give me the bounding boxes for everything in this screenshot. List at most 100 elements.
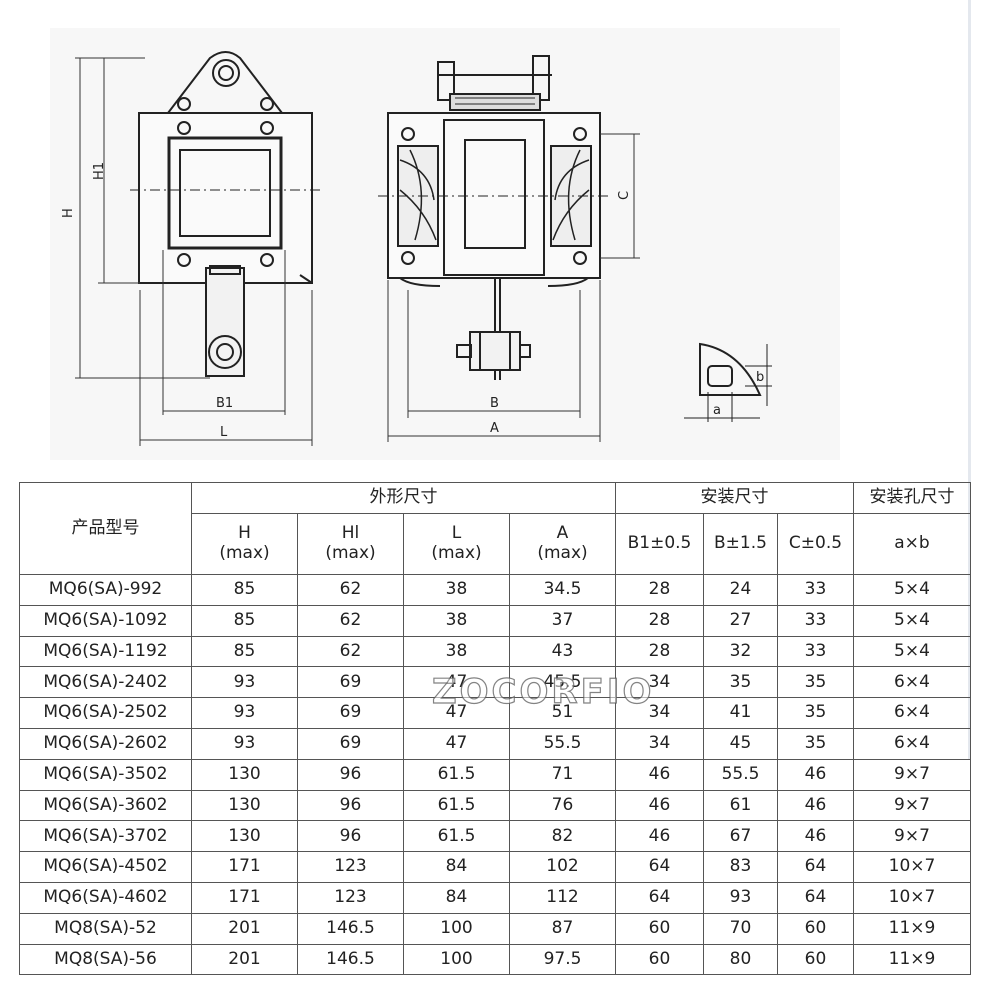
value-cell: 34: [615, 697, 704, 729]
side-view: [378, 55, 610, 380]
value-cell: 46: [615, 820, 704, 853]
model-cell: MQ8(SA)-56: [19, 943, 192, 976]
model-cell: MQ6(SA)-3702: [19, 820, 192, 853]
value-cell: 9×7: [853, 758, 971, 791]
header-hole-dimensions: 安装孔尺寸: [853, 482, 971, 514]
value-cell: 62: [297, 574, 404, 606]
value-cell: 201: [191, 912, 298, 945]
header-col-B1: B1±0.5: [615, 513, 704, 575]
value-cell: 38: [403, 635, 510, 668]
value-cell: 35: [703, 666, 778, 699]
value-cell: 96: [297, 758, 404, 791]
value-cell: 93: [191, 666, 298, 699]
value-cell: 45: [703, 727, 778, 760]
value-cell: 47: [403, 666, 510, 699]
value-cell: 87: [509, 912, 616, 945]
value-cell: 55.5: [509, 727, 616, 760]
value-cell: 64: [777, 851, 854, 883]
value-cell: 93: [191, 697, 298, 729]
value-cell: 85: [191, 574, 298, 606]
value-cell: 35: [777, 727, 854, 760]
header-col-L: L(max): [403, 513, 510, 575]
side-view-dimensions: [387, 133, 640, 442]
value-cell: 96: [297, 789, 404, 822]
value-cell: 9×7: [853, 820, 971, 853]
value-cell: 60: [615, 912, 704, 945]
value-cell: 5×4: [853, 635, 971, 668]
value-cell: 38: [403, 574, 510, 606]
value-cell: 69: [297, 727, 404, 760]
header-col-A: A(max): [509, 513, 616, 575]
value-cell: 130: [191, 758, 298, 791]
value-cell: 34.5: [509, 574, 616, 606]
value-cell: 69: [297, 697, 404, 729]
dim-label-B1: B1: [216, 396, 233, 411]
front-view: [130, 51, 322, 377]
value-cell: 84: [403, 851, 510, 883]
value-cell: 34: [615, 727, 704, 760]
dim-label-H1: H1: [92, 162, 107, 180]
dim-label-a: a: [713, 403, 721, 418]
model-cell: MQ6(SA)-1192: [19, 635, 192, 668]
value-cell: 93: [703, 881, 778, 914]
header-col-H: H(max): [191, 513, 298, 575]
page-edge-strip: [968, 0, 971, 760]
value-cell: 5×4: [853, 574, 971, 606]
model-cell: MQ6(SA)-4502: [19, 851, 192, 883]
value-cell: 76: [509, 789, 616, 822]
value-cell: 45.5: [509, 666, 616, 699]
value-cell: 33: [777, 635, 854, 668]
model-cell: MQ6(SA)-3502: [19, 758, 192, 791]
value-cell: 27: [703, 604, 778, 637]
front-view-dimensions: [75, 57, 313, 446]
value-cell: 93: [191, 727, 298, 760]
value-cell: 10×7: [853, 881, 971, 914]
header-model: 产品型号: [19, 482, 192, 575]
value-cell: 11×9: [853, 943, 971, 976]
value-cell: 28: [615, 574, 704, 606]
model-cell: MQ6(SA)-2502: [19, 697, 192, 729]
value-cell: 85: [191, 604, 298, 637]
value-cell: 84: [403, 881, 510, 914]
value-cell: 51: [509, 697, 616, 729]
value-cell: 60: [777, 912, 854, 945]
value-cell: 32: [703, 635, 778, 668]
value-cell: 130: [191, 789, 298, 822]
value-cell: 5×4: [853, 604, 971, 637]
value-cell: 146.5: [297, 912, 404, 945]
value-cell: 9×7: [853, 789, 971, 822]
value-cell: 64: [615, 881, 704, 914]
value-cell: 34: [615, 666, 704, 699]
value-cell: 123: [297, 851, 404, 883]
value-cell: 123: [297, 881, 404, 914]
value-cell: 6×4: [853, 727, 971, 760]
value-cell: 80: [703, 943, 778, 976]
value-cell: 62: [297, 604, 404, 637]
header-col-B: B±1.5: [703, 513, 778, 575]
value-cell: 100: [403, 943, 510, 976]
value-cell: 6×4: [853, 697, 971, 729]
value-cell: 146.5: [297, 943, 404, 976]
value-cell: 47: [403, 727, 510, 760]
value-cell: 70: [703, 912, 778, 945]
value-cell: 61.5: [403, 820, 510, 853]
value-cell: 67: [703, 820, 778, 853]
header-install-dimensions: 安装尺寸: [615, 482, 854, 514]
value-cell: 46: [615, 789, 704, 822]
value-cell: 61.5: [403, 789, 510, 822]
value-cell: 64: [615, 851, 704, 883]
value-cell: 82: [509, 820, 616, 853]
value-cell: 100: [403, 912, 510, 945]
value-cell: 46: [777, 758, 854, 791]
value-cell: 55.5: [703, 758, 778, 791]
value-cell: 64: [777, 881, 854, 914]
